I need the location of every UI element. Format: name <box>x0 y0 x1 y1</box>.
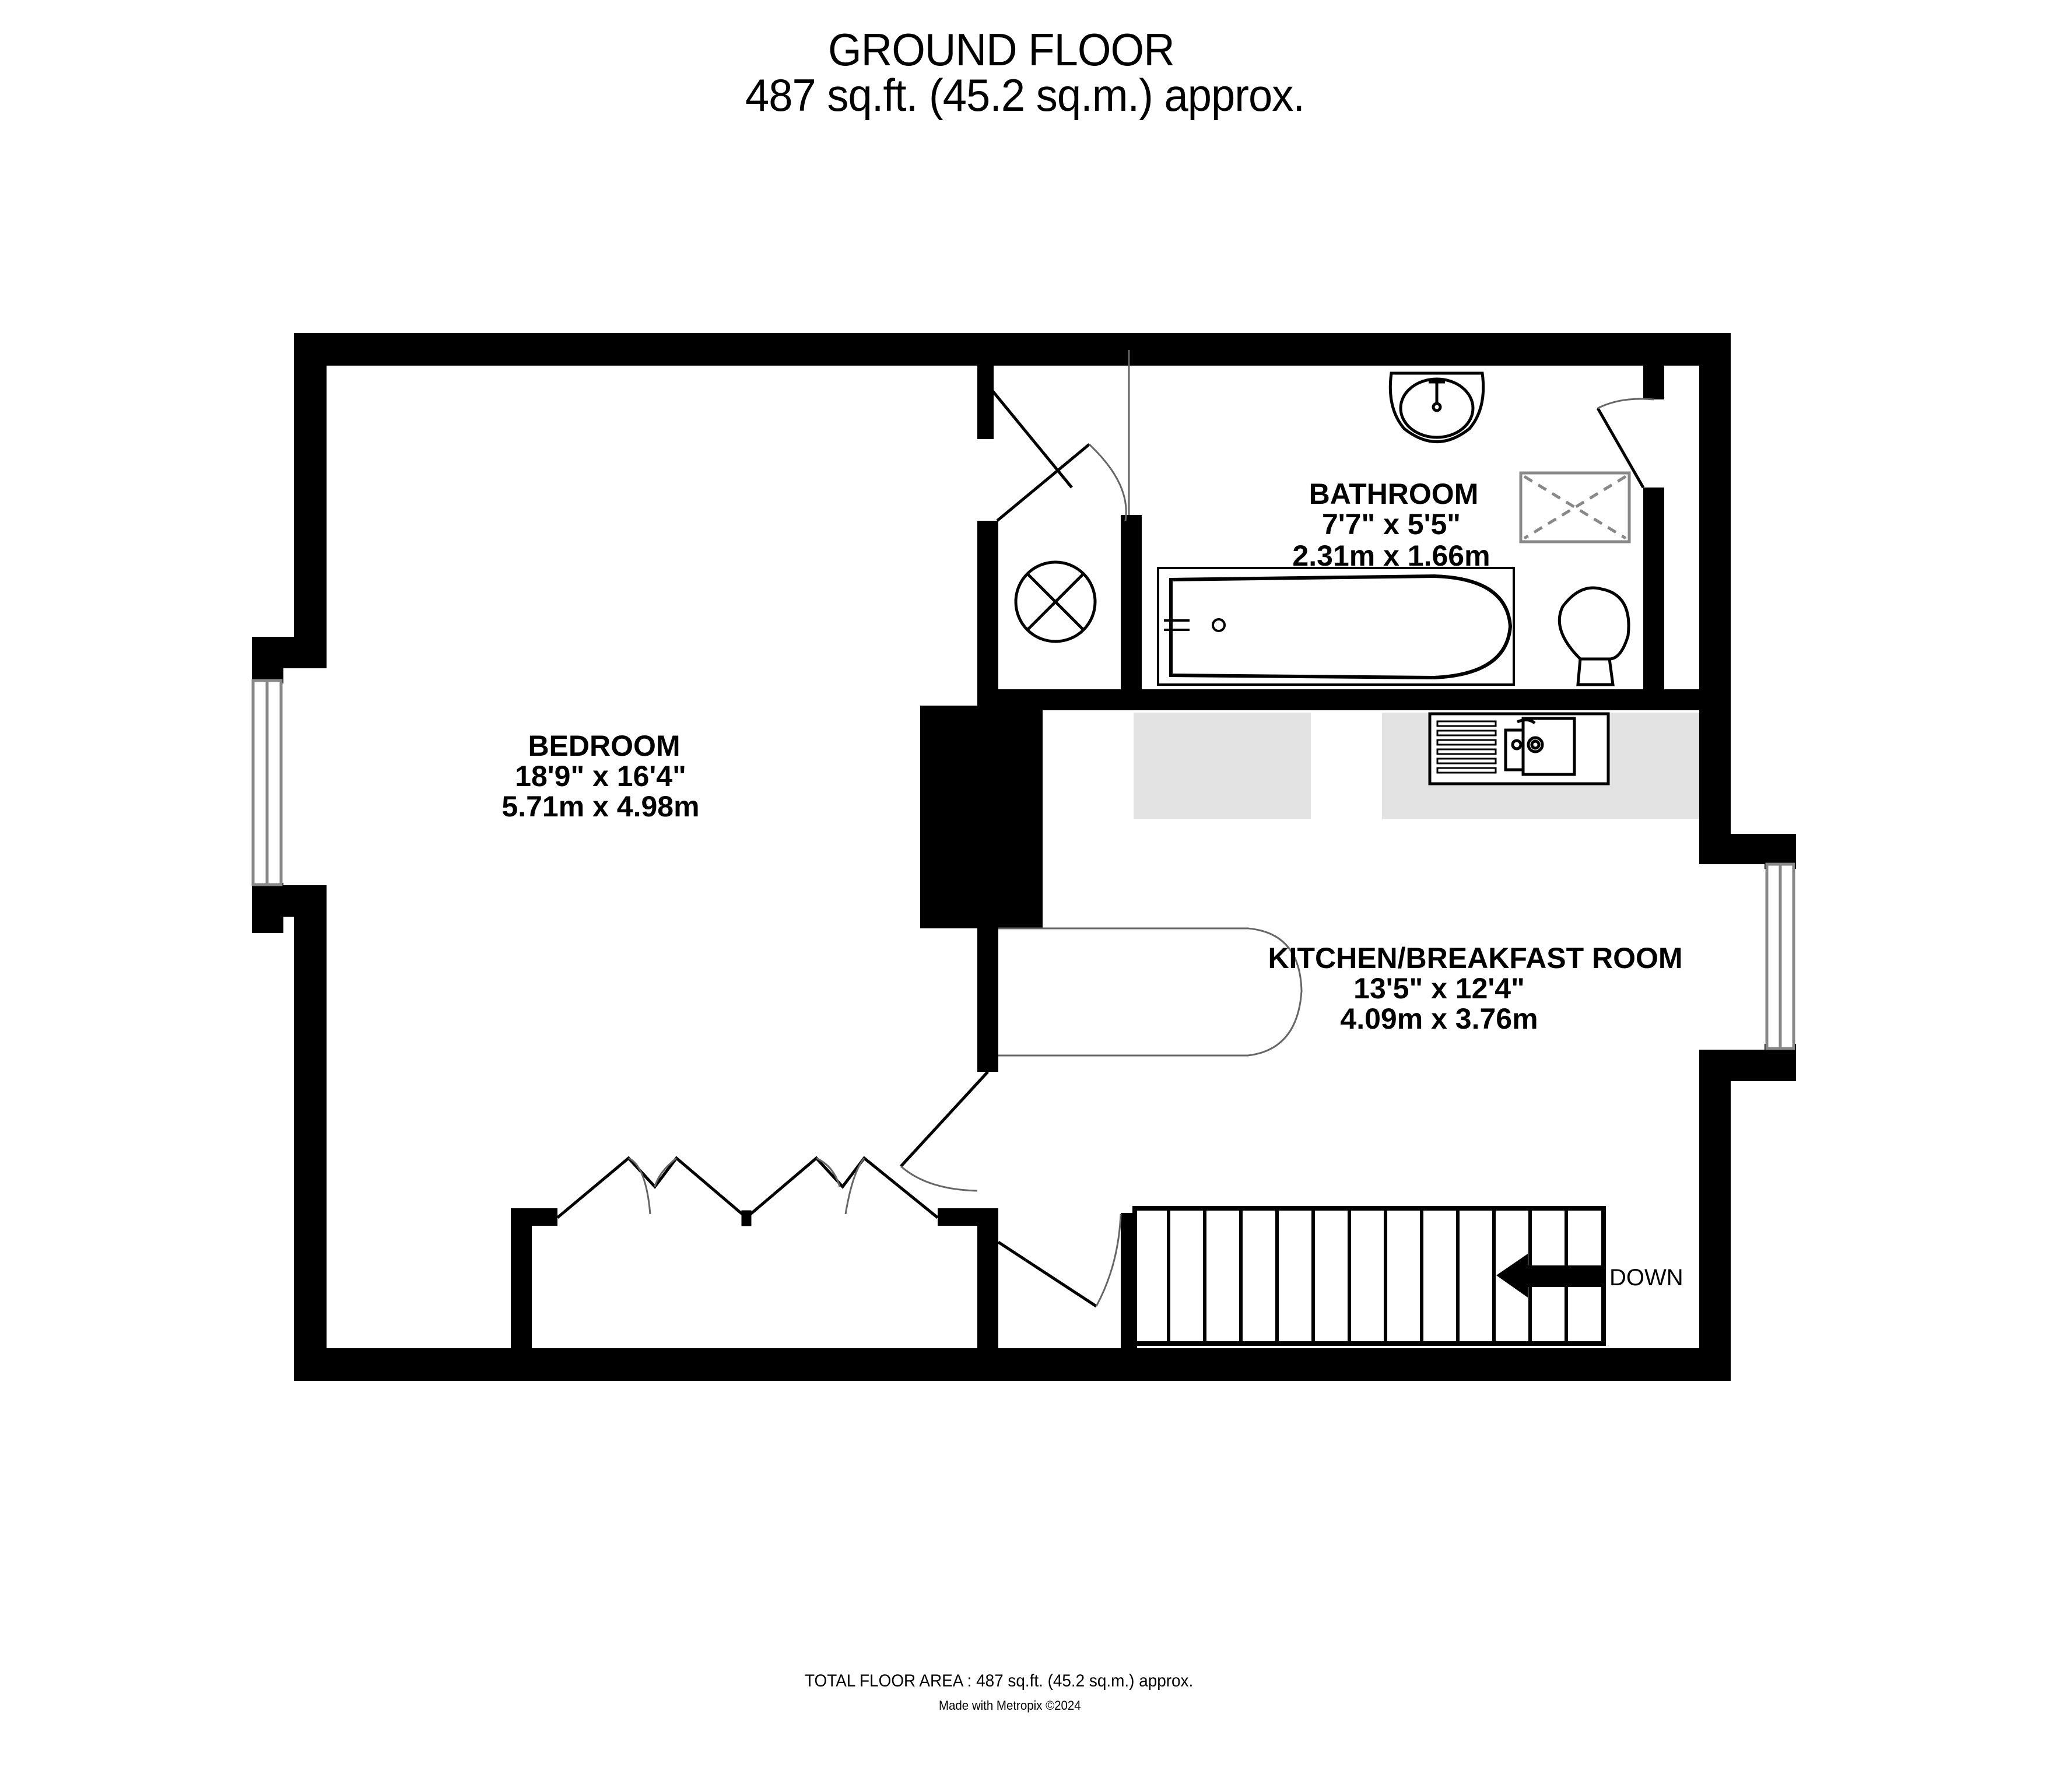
room-imperial: 13'5" x 12'4" <box>1353 972 1525 1005</box>
floor-title: GROUND FLOOR <box>828 24 1175 75</box>
room-label-bedroom: BEDROOM 18'9" x 16'4" 5.71m x 4.98m <box>501 730 699 823</box>
room-name: BEDROOM <box>528 730 680 762</box>
room-name: BATHROOM <box>1309 478 1479 510</box>
walls <box>252 333 1796 1381</box>
credit-text: Made with Metropix ©2024 <box>939 1698 1081 1713</box>
room-metric: 2.31m x 1.66m <box>1292 539 1490 572</box>
down-arrow-icon <box>1496 1254 1604 1297</box>
skylight-icon <box>1519 471 1631 543</box>
total-floor-area: TOTAL FLOOR AREA : 487 sq.ft. (45.2 sq.m… <box>805 1671 1194 1691</box>
sink-icon <box>1428 712 1610 785</box>
room-label-bathroom: BATHROOM 7'7" x 5'5" 2.31m x 1.66m <box>1292 478 1490 572</box>
room-imperial: 18'9" x 16'4" <box>515 760 686 792</box>
room-name: KITCHEN/BREAKFAST ROOM <box>1268 942 1682 974</box>
stairs <box>1132 1206 1606 1346</box>
room-metric: 4.09m x 3.76m <box>1340 1002 1538 1035</box>
room-label-kitchen: KITCHEN/BREAKFAST ROOM 13'5" x 12'4" 4.0… <box>1268 942 1682 1035</box>
cylinder-icon <box>1014 560 1097 643</box>
room-metric: 5.71m x 4.98m <box>501 790 699 823</box>
floor-area: 487 sq.ft. (45.2 sq.m.) approx. <box>745 69 1305 121</box>
stairs-down-label: DOWN <box>1609 1265 1683 1290</box>
doors <box>556 350 1654 1308</box>
toilet-icon <box>1558 586 1630 686</box>
washbasin-icon <box>1388 371 1485 443</box>
kitchen-counters <box>1134 713 1699 819</box>
window-right <box>1765 862 1795 1050</box>
room-imperial: 7'7" x 5'5" <box>1322 508 1461 541</box>
window-left <box>251 679 283 886</box>
bath-icon <box>1157 567 1515 686</box>
